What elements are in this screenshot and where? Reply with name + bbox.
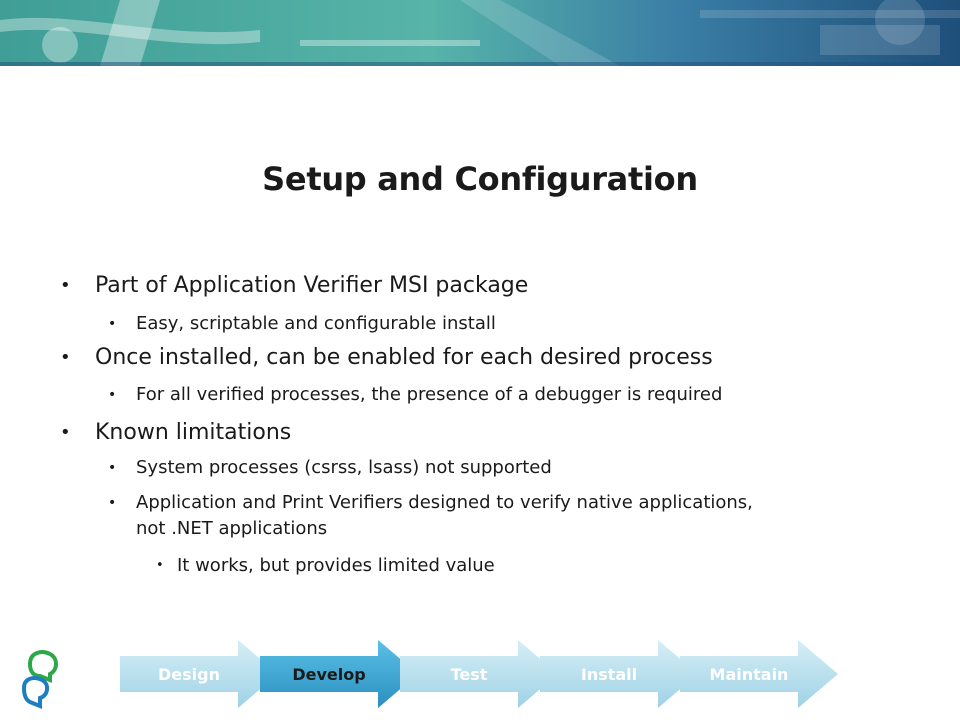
two-heads-logo-icon (21, 650, 58, 709)
bullet-dot-icon: • (108, 387, 117, 403)
bullet-text: System processes (csrss, lsass) not supp… (136, 457, 552, 478)
stage-label: Install (581, 665, 637, 684)
bullet-dot-icon: • (60, 422, 71, 443)
stage-label: Develop (292, 665, 365, 684)
bullet-text: Part of Application Verifier MSI package (95, 273, 529, 298)
stage-install: Install (540, 640, 698, 708)
stage-arrow-shape (120, 640, 278, 708)
stage-arrow-shape (680, 640, 838, 708)
stage-arrow-shape (260, 640, 418, 708)
stage-arrow-shape (540, 640, 698, 708)
slide-title: Setup and Configuration (262, 160, 698, 198)
stage-label: Design (158, 665, 220, 684)
bullet-text: Application and Print Verifiers designed… (136, 492, 753, 513)
bullet-dot-icon: • (60, 275, 71, 296)
bullet-dot-icon: • (108, 460, 117, 476)
stage-design: Design (120, 640, 278, 708)
header-banner (0, 0, 960, 66)
bullet-text: Once installed, can be enabled for each … (95, 345, 713, 370)
bullet-dot-icon: • (108, 495, 117, 511)
bullet-dot-icon: • (156, 558, 164, 573)
bullet-text: For all verified processes, the presence… (136, 384, 723, 405)
stage-test: Test (400, 640, 558, 708)
stage-label: Test (451, 665, 488, 684)
bullet-text: Known limitations (95, 420, 292, 445)
lifecycle-footer: Design Develop Test Install Maintain (21, 640, 838, 709)
stage-label: Maintain (710, 665, 789, 684)
bullet-dot-icon: • (60, 347, 71, 368)
stage-maintain: Maintain (680, 640, 838, 708)
stage-develop: Develop (260, 640, 418, 708)
bullet-text: Easy, scriptable and configurable instal… (136, 313, 496, 334)
bullet-text: It works, but provides limited value (177, 555, 495, 576)
bullet-text-continued: not .NET applications (136, 518, 328, 539)
bullet-dot-icon: • (108, 316, 117, 332)
stage-arrow-shape (400, 640, 558, 708)
